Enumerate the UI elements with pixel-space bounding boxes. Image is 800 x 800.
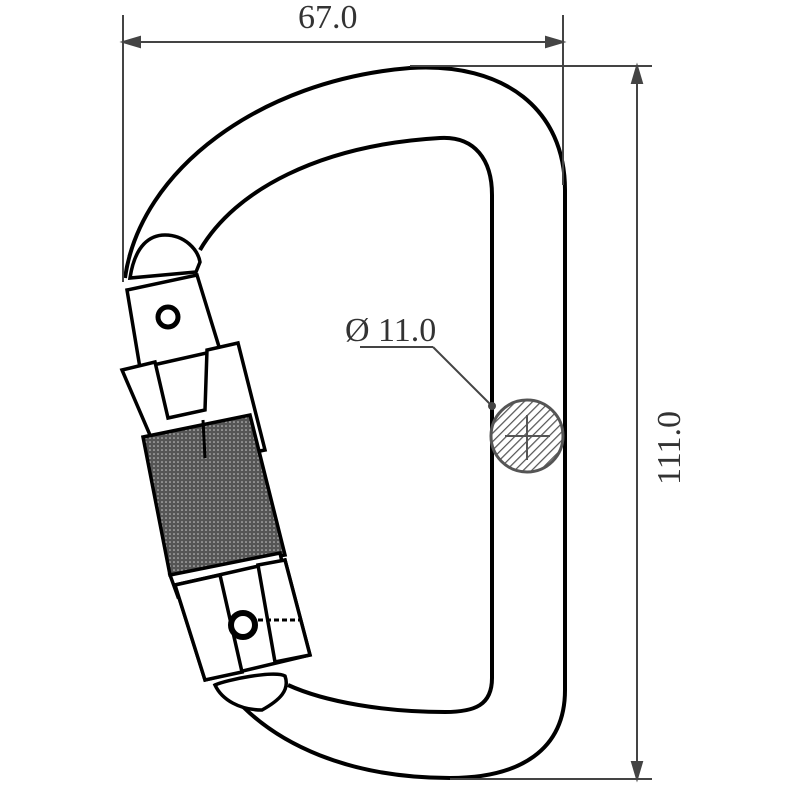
gate-nose (127, 233, 202, 280)
width-dimension-label: 67.0 (298, 0, 358, 36)
knurled-sleeve (140, 412, 288, 578)
height-dimension-label: 111.0 (651, 411, 688, 485)
rivet-bottom (228, 610, 258, 640)
gate-hinge (212, 672, 288, 712)
diameter-dimension-label: Ø 11.0 (345, 312, 436, 349)
rivet-top (155, 304, 181, 330)
dimension-lines (119, 15, 652, 783)
gate (119, 272, 313, 712)
carabiner-inner-outline (198, 135, 494, 715)
